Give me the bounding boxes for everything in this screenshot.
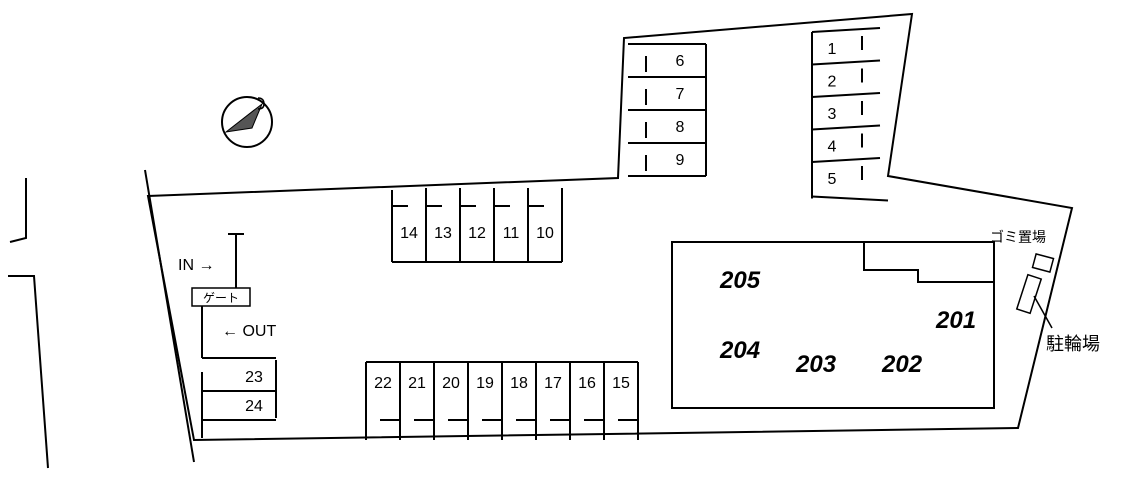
parking-space-2: 2: [828, 68, 863, 91]
parking-space-21: 21: [408, 375, 434, 421]
parking-space-label: 6: [676, 53, 685, 70]
bicycle-leader-line: [1033, 295, 1053, 329]
bicycle-parking: [1015, 273, 1043, 315]
parking-space-label: 1: [828, 41, 837, 58]
parking-space-17: 17: [544, 375, 570, 421]
parking-space-11: 11: [494, 205, 520, 242]
parking-space-19: 19: [476, 375, 502, 421]
parking-space-label: 16: [578, 375, 596, 392]
unit-203: 203: [795, 351, 837, 378]
parking-space-label: 20: [442, 375, 460, 392]
parking-group-left: 23 24: [201, 360, 277, 438]
parking-space-label: 15: [612, 375, 630, 392]
unit-204: 204: [719, 337, 760, 364]
entrance-area: [201, 233, 276, 359]
parking-space-6: 6: [645, 53, 685, 72]
parking-space-label: 12: [468, 225, 486, 242]
parking-space-15: 15: [612, 375, 638, 421]
parking-space-label: 4: [828, 139, 837, 156]
parking-space-label: 7: [676, 86, 685, 103]
parking-space-20: 20: [442, 375, 468, 421]
unit-205: 205: [719, 267, 761, 294]
parking-space-14: 14: [392, 205, 418, 242]
compass-icon: [221, 96, 273, 148]
parking-space-1: 1: [828, 36, 863, 58]
parking-space-23: 23: [245, 369, 263, 386]
parking-space-label: 24: [245, 398, 263, 415]
parking-space-label: 11: [503, 225, 520, 242]
parking-space-label: 17: [544, 375, 562, 392]
parking-space-label: 22: [374, 375, 392, 392]
unit-201: 201: [935, 307, 976, 334]
out-label: ← OUT: [222, 323, 276, 340]
parking-group-bottom: 22 21 20 19 18 17 16 15: [365, 361, 639, 440]
parking-space-label: 23: [245, 369, 263, 386]
parking-space-label: 18: [510, 375, 528, 392]
parking-space-label: 2: [828, 74, 837, 91]
parking-space-10: 10: [528, 205, 554, 242]
bicycle-label: 駐輪場: [1046, 334, 1100, 355]
parking-space-label: 21: [408, 375, 426, 392]
parking-space-18: 18: [510, 375, 536, 421]
parking-space-24: 24: [245, 398, 263, 415]
parking-group-middle: 14 13 12 11 10: [391, 188, 563, 263]
parking-space-8: 8: [645, 119, 685, 138]
parking-space-label: 8: [676, 119, 685, 136]
site-boundary-left-extension: [144, 169, 195, 463]
parking-space-22: 22: [374, 375, 400, 421]
road-edge: [8, 178, 49, 469]
parking-space-7: 7: [645, 86, 685, 105]
parking-space-5: 5: [828, 166, 863, 188]
parking-space-12: 12: [460, 205, 486, 242]
parking-space-label: 10: [536, 225, 554, 242]
parking-group-right: 1 2 3 4 5: [811, 27, 889, 202]
parking-space-label: 9: [676, 152, 685, 169]
garbage-label: ゴミ置場: [990, 229, 1046, 246]
gate: ゲート: [191, 287, 251, 307]
parking-space-3: 3: [828, 101, 863, 123]
parking-space-9: 9: [645, 152, 685, 171]
parking-space-4: 4: [828, 133, 863, 156]
parking-group-upper: 6 7 8 9: [628, 43, 707, 177]
parking-space-label: 14: [400, 225, 418, 242]
parking-space-label: 13: [434, 225, 452, 242]
unit-202: 202: [881, 351, 923, 378]
parking-space-label: 3: [828, 106, 837, 123]
parking-space-label: 5: [828, 171, 837, 188]
parking-space-label: 19: [476, 375, 494, 392]
garbage-station: [1031, 252, 1055, 274]
parking-space-13: 13: [426, 205, 452, 242]
in-label: IN →: [178, 257, 214, 274]
apartment-building: [671, 241, 995, 409]
gate-label: ゲート: [203, 291, 239, 305]
parking-space-16: 16: [578, 375, 604, 421]
